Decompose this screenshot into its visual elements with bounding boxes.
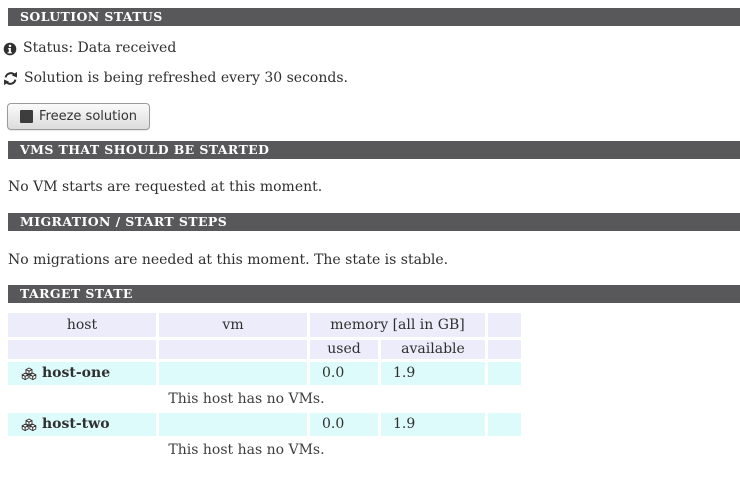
no-vms-note: This host has no VMs.	[8, 388, 485, 410]
host-row-vm-cell	[159, 362, 307, 385]
host-row-memory-used: 0.0	[310, 362, 378, 385]
refresh-line: Solution is being refreshed every 30 sec…	[3, 70, 348, 87]
target-state-table: host vm memory [all in GB] used availabl…	[8, 313, 521, 461]
column-header-actions	[488, 313, 521, 337]
section-header-migration-steps: MIGRATION / START STEPS	[8, 213, 740, 231]
host-row-memory-available: 1.9	[381, 413, 485, 436]
info-icon	[3, 42, 17, 55]
column-header-spacer	[488, 340, 521, 359]
column-header-host: host	[8, 313, 156, 337]
no-vms-note: This host has no VMs.	[8, 439, 485, 461]
note-row-spacer	[488, 388, 521, 410]
freeze-solution-button[interactable]: Freeze solution	[7, 103, 151, 130]
no-vm-starts-message: No VM starts are requested at this momen…	[8, 179, 323, 195]
stop-icon	[20, 110, 33, 123]
column-header-spacer	[159, 340, 307, 359]
host-name: host-one	[42, 365, 111, 381]
freeze-button-label: Freeze solution	[39, 109, 138, 124]
host-row-name: host-two	[8, 413, 156, 436]
note-row-spacer	[488, 439, 521, 461]
section-header-vms-to-start: VMS THAT SHOULD BE STARTED	[8, 141, 740, 159]
column-header-vm: vm	[159, 313, 307, 337]
cubes-icon	[21, 418, 37, 431]
refresh-icon	[4, 71, 17, 86]
no-migrations-message: No migrations are needed at this moment.…	[8, 252, 449, 268]
host-row-memory-available: 1.9	[381, 362, 485, 385]
column-header-used: used	[310, 340, 378, 359]
column-header-memory-group: memory [all in GB]	[310, 313, 485, 337]
status-text: Status: Data received	[23, 40, 177, 56]
column-header-available: available	[381, 340, 485, 359]
section-header-solution-status: SOLUTION STATUS	[8, 8, 740, 26]
section-header-target-state: TARGET STATE	[8, 285, 740, 303]
host-row-actions-cell	[488, 362, 521, 385]
refresh-text: Solution is being refreshed every 30 sec…	[24, 70, 348, 86]
host-name: host-two	[42, 416, 110, 432]
host-row-name: host-one	[8, 362, 156, 385]
host-row-memory-used: 0.0	[310, 413, 378, 436]
cubes-icon	[21, 367, 37, 380]
host-row-vm-cell	[159, 413, 307, 436]
column-header-spacer	[8, 340, 156, 359]
host-row-actions-cell	[488, 413, 521, 436]
status-line: Status: Data received	[3, 40, 176, 57]
